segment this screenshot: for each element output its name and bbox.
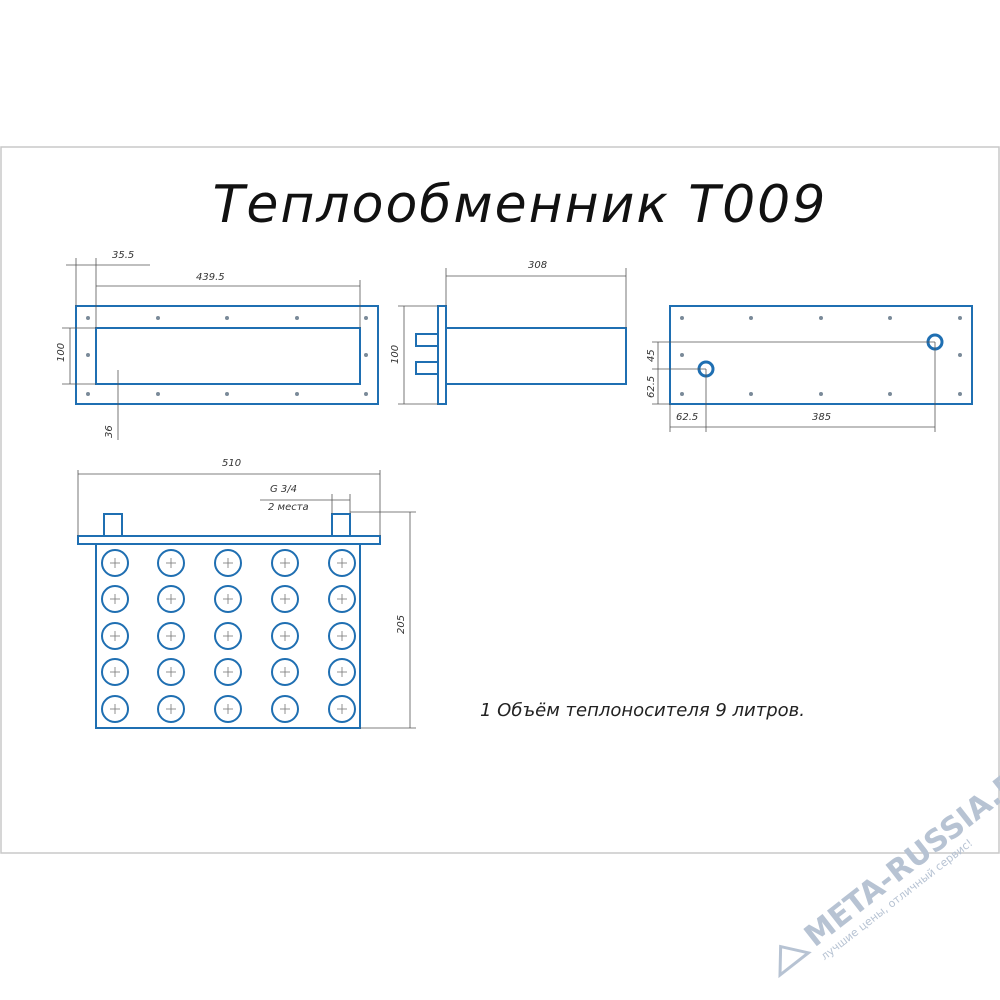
side-flange [437, 305, 447, 405]
dim-bottom-width: 510 [222, 458, 241, 469]
dim-front-offset: 35.5 [112, 250, 134, 261]
dim-thread-size: G 3/4 [270, 484, 297, 495]
rear-view: 62.5 385 45 62.5 [646, 305, 973, 432]
watermark-logo-icon [778, 944, 812, 979]
tube-dimensions [77, 470, 416, 729]
watermark-brand: META-RUSSIA.RU [798, 750, 1000, 954]
front-dimensions [62, 258, 361, 440]
side-dimensions [398, 268, 627, 405]
tube-view: 510 G 3/4 2 места 205 [77, 458, 416, 729]
dim-side-height: 100 [390, 345, 401, 364]
rear-flange [669, 305, 973, 405]
front-window [95, 327, 361, 385]
volume-note: 1 Объём теплоносителя 9 литров. [480, 700, 805, 721]
tube-fitting-left [103, 513, 123, 537]
dim-rear-span: 385 [812, 412, 831, 423]
side-body [445, 327, 627, 385]
side-view: 308 100 [390, 260, 627, 405]
tube-top-plate [77, 535, 381, 545]
dim-front-width: 439.5 [196, 272, 225, 283]
tube-grid [101, 549, 356, 723]
front-bolt-holes [86, 316, 368, 396]
dim-rear-height-a: 45 [646, 349, 657, 362]
drawing-title: Теплообменник Т009 [213, 175, 828, 235]
side-fitting-upper [415, 333, 439, 347]
tube-fitting-right [331, 513, 351, 537]
dim-bottom-height: 205 [396, 615, 407, 634]
dim-rear-left-offset: 62.5 [676, 412, 698, 423]
sheet-frame [0, 146, 1000, 854]
dim-front-bottom: 36 [104, 425, 115, 438]
watermark: META-RUSSIA.RU лучшие цены, отличный сер… [778, 750, 1000, 979]
rear-bolt-holes [680, 316, 962, 396]
dim-side-length: 308 [528, 260, 547, 271]
dim-thread-count: 2 места [268, 502, 309, 513]
tube-body [95, 543, 361, 729]
side-fitting-lower [415, 361, 439, 375]
dim-front-height: 100 [56, 343, 67, 362]
front-flange [75, 305, 379, 405]
dim-rear-height-b: 62.5 [646, 376, 657, 398]
front-view: 35.5 439.5 100 36 [56, 250, 379, 440]
rear-dimensions [652, 341, 936, 432]
